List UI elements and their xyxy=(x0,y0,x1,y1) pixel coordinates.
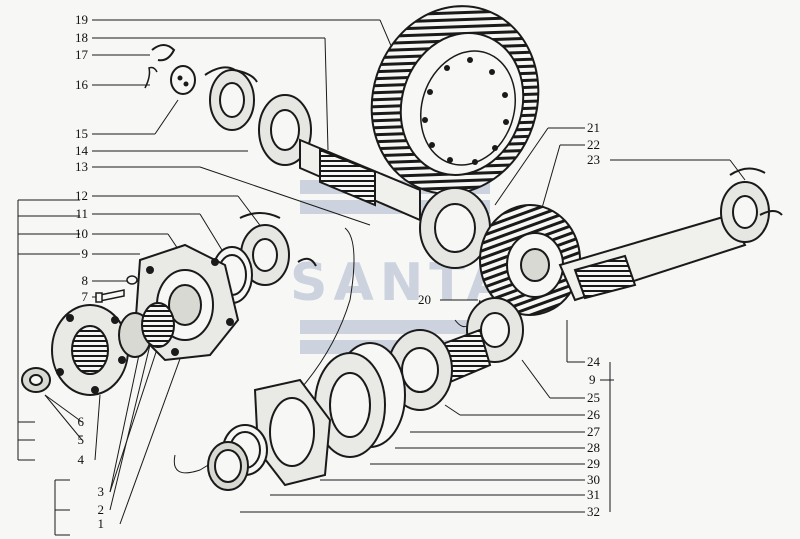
part-label: 4 xyxy=(77,452,85,467)
part-label: 1 xyxy=(97,516,105,531)
part-label: 31 xyxy=(587,487,600,502)
part-label: 18 xyxy=(75,30,88,45)
part-label: 19 xyxy=(75,12,88,27)
part-label: 3 xyxy=(97,484,105,499)
output-shaft xyxy=(558,167,783,302)
part-label: 30 xyxy=(587,472,600,487)
part-label: 32 xyxy=(587,504,600,519)
part-label: 26 xyxy=(587,407,600,422)
part-label: 7 xyxy=(81,289,89,304)
lower-pinion-assembly xyxy=(387,297,524,411)
part-label: 12 xyxy=(75,188,88,203)
part-label: 14 xyxy=(75,143,88,158)
part-label: 13 xyxy=(75,159,88,174)
part-label: 21 xyxy=(587,120,600,135)
part-label: 15 xyxy=(75,126,88,141)
bevel-gear xyxy=(479,204,581,316)
part-label: 5 xyxy=(77,432,85,447)
pinion-shaft-assembly xyxy=(204,66,491,269)
part-label: 24 xyxy=(587,354,600,369)
cover-and-seals xyxy=(207,342,406,491)
part-label: 2 xyxy=(97,502,105,517)
part-label: 27 xyxy=(587,424,600,439)
part-label: 22 xyxy=(587,137,600,152)
pin-and-washer xyxy=(144,44,196,95)
part-label: 29 xyxy=(587,456,600,471)
part-label: 28 xyxy=(587,440,600,455)
part-label: 25 xyxy=(587,390,600,405)
part-label: 16 xyxy=(75,77,88,92)
leader-lines-left xyxy=(17,19,396,536)
part-label: 23 xyxy=(587,152,600,167)
part-label: 9 xyxy=(81,246,89,261)
part-label: 8 xyxy=(81,273,89,288)
ring-gear xyxy=(370,5,540,195)
part-label: 20 xyxy=(418,292,431,307)
part-label: 17 xyxy=(75,47,88,62)
part-label: 6 xyxy=(77,414,85,429)
flange-assembly xyxy=(21,302,175,396)
part-label: 11 xyxy=(75,206,88,221)
part-label: 9 xyxy=(589,372,596,387)
part-label: 10 xyxy=(75,226,88,241)
bolt-and-washer xyxy=(95,275,138,303)
